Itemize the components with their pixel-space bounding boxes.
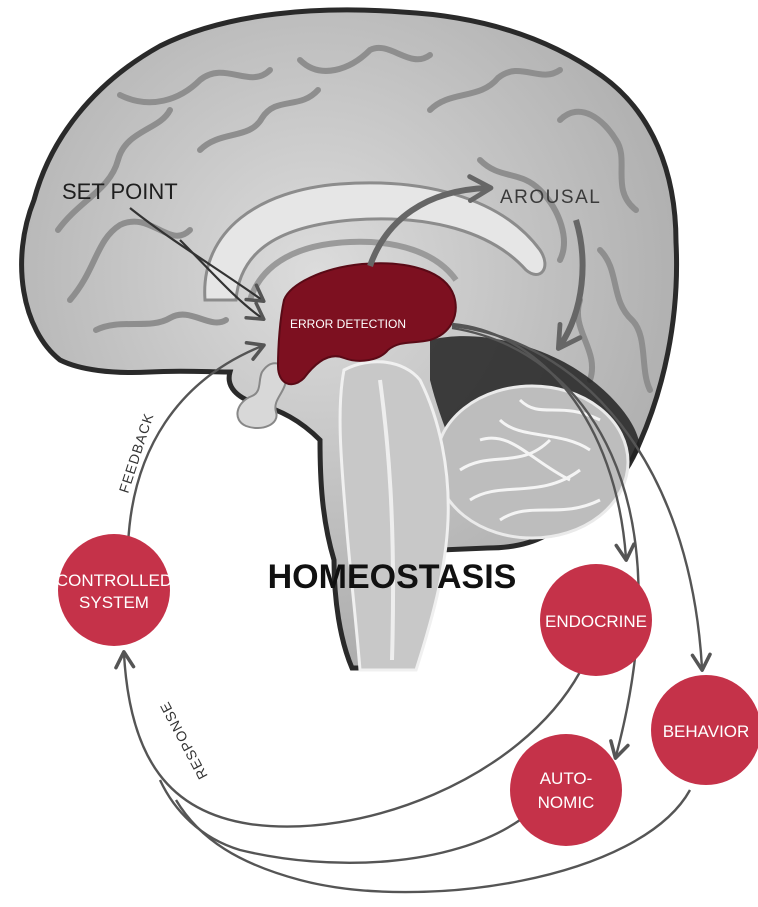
autonomic-line-2: NOMIC bbox=[538, 793, 595, 812]
controlled-system-line-2: SYSTEM bbox=[79, 593, 149, 612]
endocrine-label: ENDOCRINE bbox=[545, 612, 647, 631]
response-label: RESPONSE bbox=[156, 699, 210, 782]
node-endocrine: ENDOCRINE bbox=[540, 564, 652, 676]
arousal-label: AROUSAL bbox=[500, 187, 601, 208]
set-point-label: SET POINT bbox=[62, 179, 178, 204]
node-autonomic: AUTO- NOMIC bbox=[510, 734, 622, 846]
diagram-title: HOMEOSTASIS bbox=[268, 558, 517, 596]
node-controlled-system: CONTROLLED SYSTEM bbox=[56, 534, 172, 646]
controlled-system-line-1: CONTROLLED bbox=[56, 571, 172, 590]
autonomic-line-1: AUTO- bbox=[540, 769, 593, 788]
cerebellum bbox=[436, 386, 628, 538]
error-detection-label: ERROR DETECTION bbox=[290, 317, 406, 331]
behavior-label: BEHAVIOR bbox=[663, 722, 750, 741]
node-behavior: BEHAVIOR bbox=[651, 675, 758, 785]
feedback-label: FEEDBACK bbox=[116, 411, 157, 495]
